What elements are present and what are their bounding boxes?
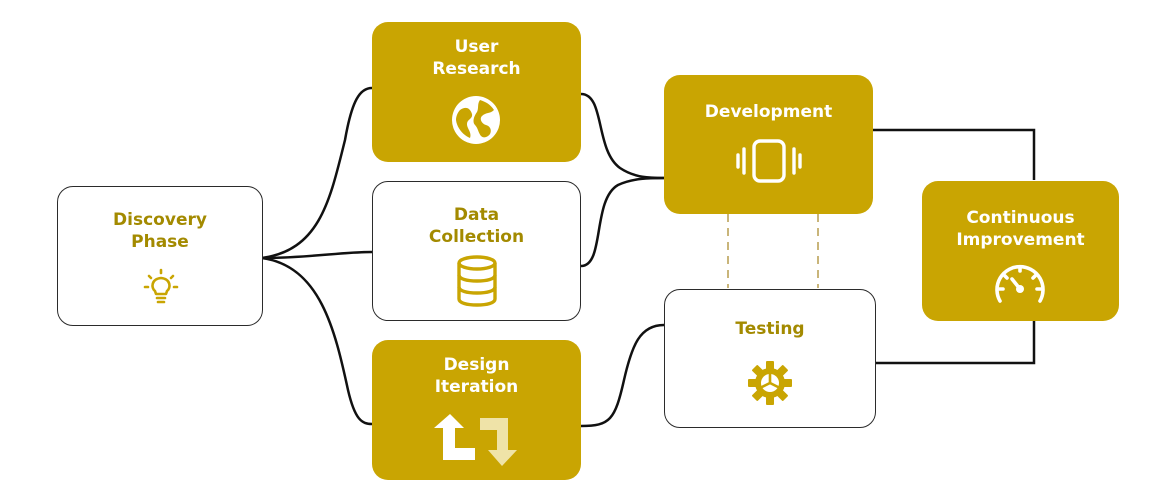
node-development-label: Development [704,102,833,122]
node-testing-label: Testing [735,319,805,339]
node-data-collection-label: Data Collection [428,205,525,247]
node-development[interactable]: Development [664,75,873,214]
node-design-iteration[interactable]: Design Iteration [372,340,581,480]
node-continuous-improvement-label: Continuous Improvement [956,208,1085,250]
node-discovery-phase-label: Discovery Phase [113,210,207,252]
connector-testing-continuous [876,321,1036,365]
database-icon [457,255,497,307]
speedometer-icon [995,264,1045,303]
connector-discovery-design-iteration [261,256,373,426]
node-continuous-improvement[interactable]: Continuous Improvement [922,181,1119,321]
gear-icon [748,361,792,405]
connector-discovery-user-research [261,86,373,260]
node-data-collection[interactable]: Data Collection [372,181,581,321]
connector-data-collection-development [580,176,665,268]
connector-development-continuous [873,128,1036,180]
globe-icon [452,96,500,144]
repeat-arrows-icon [434,414,517,466]
node-user-research[interactable]: User Research [372,22,581,162]
node-testing[interactable]: Testing [664,289,876,428]
connector-design-iteration-testing [580,323,665,428]
node-discovery-phase[interactable]: Discovery Phase [57,186,263,326]
lightbulb-icon [143,268,179,304]
vibrate-device-icon [736,139,802,183]
node-user-research-label: User Research [432,37,521,79]
connector-discovery-data-collection [261,250,373,260]
connector-user-research-development [580,92,665,180]
node-design-iteration-label: Design Iteration [434,355,519,397]
